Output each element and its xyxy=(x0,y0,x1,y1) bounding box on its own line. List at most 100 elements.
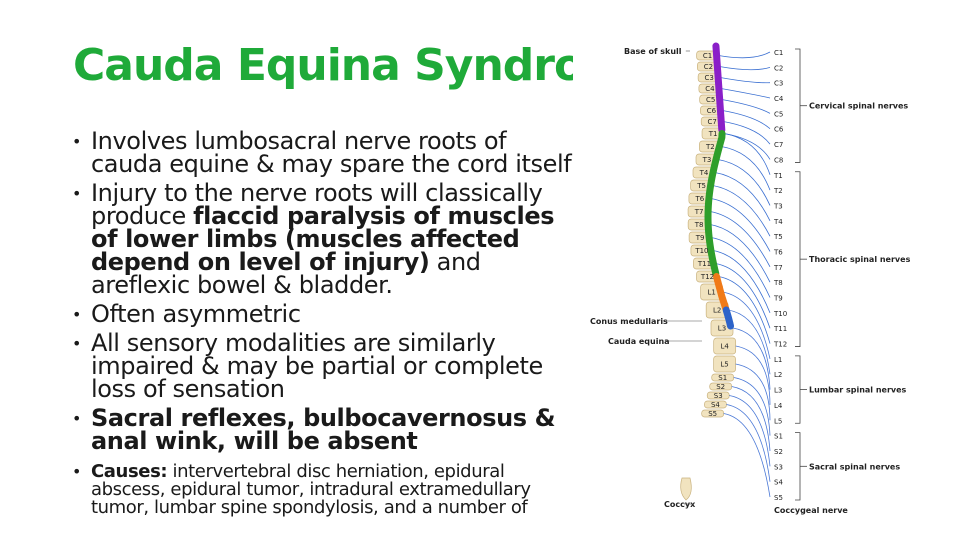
vertebra-label: T7 xyxy=(694,208,704,216)
nerve-label: S1 xyxy=(774,433,783,441)
sacral-region-label: Sacral spinal nerves xyxy=(809,462,900,471)
bullet-item: Sacral reflexes, bulbocavernosus & anal … xyxy=(72,404,582,455)
lumbar-bracket xyxy=(795,355,801,424)
nerve-label: T1 xyxy=(773,172,783,180)
vertebra-label: T10 xyxy=(694,247,708,255)
nerve-line xyxy=(711,237,771,298)
nerve-label: L4 xyxy=(774,402,783,410)
vertebra-label: T6 xyxy=(695,195,705,203)
coccyx-label: Coccyx xyxy=(664,500,696,509)
nerve-line xyxy=(723,121,771,145)
vertebra-label: T12 xyxy=(700,273,714,281)
nerve-line xyxy=(729,395,771,467)
cervical-region-label: Cervical spinal nerves xyxy=(809,102,908,111)
nerve-label: C6 xyxy=(774,126,784,134)
coccygeal-region-label: Coccygeal nerve xyxy=(774,506,848,515)
bullet-item: All sensory modalities are similarly imp… xyxy=(72,329,582,403)
vertebra-label: S4 xyxy=(711,401,720,409)
vertebra-shape xyxy=(711,373,735,382)
vertebra-label: T1 xyxy=(708,130,718,138)
vertebra-label: T9 xyxy=(695,234,705,242)
spine-diagram: C1C2C3C4C5C6C7T1T2T3T4T5T6T7T8T9T10T11T1… xyxy=(590,42,911,515)
nerve-label: L3 xyxy=(774,387,782,395)
bullet-item: Involves lumbosacral nerve roots of caud… xyxy=(72,130,582,176)
nerve-line xyxy=(721,99,771,114)
nerve-label: T11 xyxy=(773,325,787,333)
nerve-line xyxy=(722,110,771,130)
vertebra-label: T11 xyxy=(697,260,711,268)
sacral-cord xyxy=(722,306,735,330)
nerve-line xyxy=(718,51,771,59)
thoracic-region-label: Thoracic spinal nerves xyxy=(809,255,911,264)
vertebra-label: L2 xyxy=(713,307,721,315)
nerve-label: L2 xyxy=(774,371,782,379)
bullet-bold-text: Causes: xyxy=(91,461,168,482)
nerve-label: C8 xyxy=(774,156,783,164)
vertebra-label: S5 xyxy=(708,410,717,418)
bullet-bold-text: flaccid paralysis of muscles of lower li… xyxy=(91,202,555,276)
vertebra-label: S2 xyxy=(716,383,725,391)
vertebra-label: C5 xyxy=(706,96,715,104)
nerve-line xyxy=(726,404,771,482)
base-of-skull-label: Base of skull xyxy=(624,47,682,56)
cauda-equina-label: Cauda equina xyxy=(608,337,670,346)
nerve-line xyxy=(712,250,771,314)
bullet-text: Often asymmetric xyxy=(91,300,301,328)
nerve-line xyxy=(721,146,771,191)
bullet-text: and areflexic bowel & bladder. xyxy=(91,248,481,299)
vertebra-label: L3 xyxy=(718,325,726,333)
nerve-label: T5 xyxy=(773,233,783,241)
nerve-line xyxy=(733,377,771,436)
vertebra-shape xyxy=(701,409,725,418)
vertebra-label: S1 xyxy=(718,374,727,382)
lumbar-cord xyxy=(713,273,730,312)
nerve-line xyxy=(732,327,771,390)
vertebra-shape xyxy=(713,337,737,355)
nerve-line xyxy=(728,309,771,375)
bullet-text: All sensory modalities are similarly imp… xyxy=(91,329,543,403)
cervical-cord xyxy=(712,42,726,134)
nerve-line xyxy=(714,172,771,221)
nerve-label: S3 xyxy=(774,463,783,471)
vertebra-label: C4 xyxy=(705,85,715,93)
lumbar-region-label: Lumbar spinal nerves xyxy=(809,386,907,395)
bullet-list: Involves lumbosacral nerve roots of caud… xyxy=(72,130,582,517)
nerve-label: T3 xyxy=(773,202,783,210)
thoracic-bracket xyxy=(795,171,801,347)
nerve-label: T10 xyxy=(773,310,787,318)
vertebra-label: L1 xyxy=(707,289,715,297)
nerve-line xyxy=(723,413,771,498)
vertebra-label: S3 xyxy=(714,392,723,400)
nerve-line xyxy=(718,276,771,344)
coccyx-shape xyxy=(680,477,692,501)
bullet-bold-text: Sacral reflexes, bulbocavernosus & anal … xyxy=(91,404,556,455)
vertebra-label: T2 xyxy=(705,143,715,151)
nerve-label: T2 xyxy=(773,187,783,195)
nerve-label: T6 xyxy=(773,248,783,256)
vertebra-label: C7 xyxy=(708,118,717,126)
vertebra-label: C6 xyxy=(707,107,717,115)
nerve-label: C2 xyxy=(774,64,783,72)
nerve-line xyxy=(723,133,771,175)
nerve-line xyxy=(731,386,771,451)
nerve-line xyxy=(722,291,771,359)
nerve-line xyxy=(735,363,771,421)
vertebra-label: L4 xyxy=(720,343,729,351)
nerve-label: T12 xyxy=(773,341,787,349)
nerve-label: L1 xyxy=(774,356,782,364)
bullet-item: Causes: intervertebral disc herniation, … xyxy=(72,463,582,517)
bullet-list-container: Involves lumbosacral nerve roots of caud… xyxy=(72,130,582,540)
nerve-line xyxy=(710,211,771,268)
nerve-line xyxy=(712,185,771,237)
nerve-label: C3 xyxy=(774,80,783,88)
nerve-line xyxy=(720,88,771,99)
sacral-bracket xyxy=(795,432,801,501)
conus-medullaris-label: Conus medullaris xyxy=(590,317,668,326)
nerve-line xyxy=(717,159,771,206)
vertebra-shape xyxy=(706,391,730,400)
nerve-label: S4 xyxy=(774,479,783,487)
vertebra-label: C2 xyxy=(704,63,713,71)
vertebra-label: C3 xyxy=(704,74,713,82)
nerve-line xyxy=(720,77,771,84)
